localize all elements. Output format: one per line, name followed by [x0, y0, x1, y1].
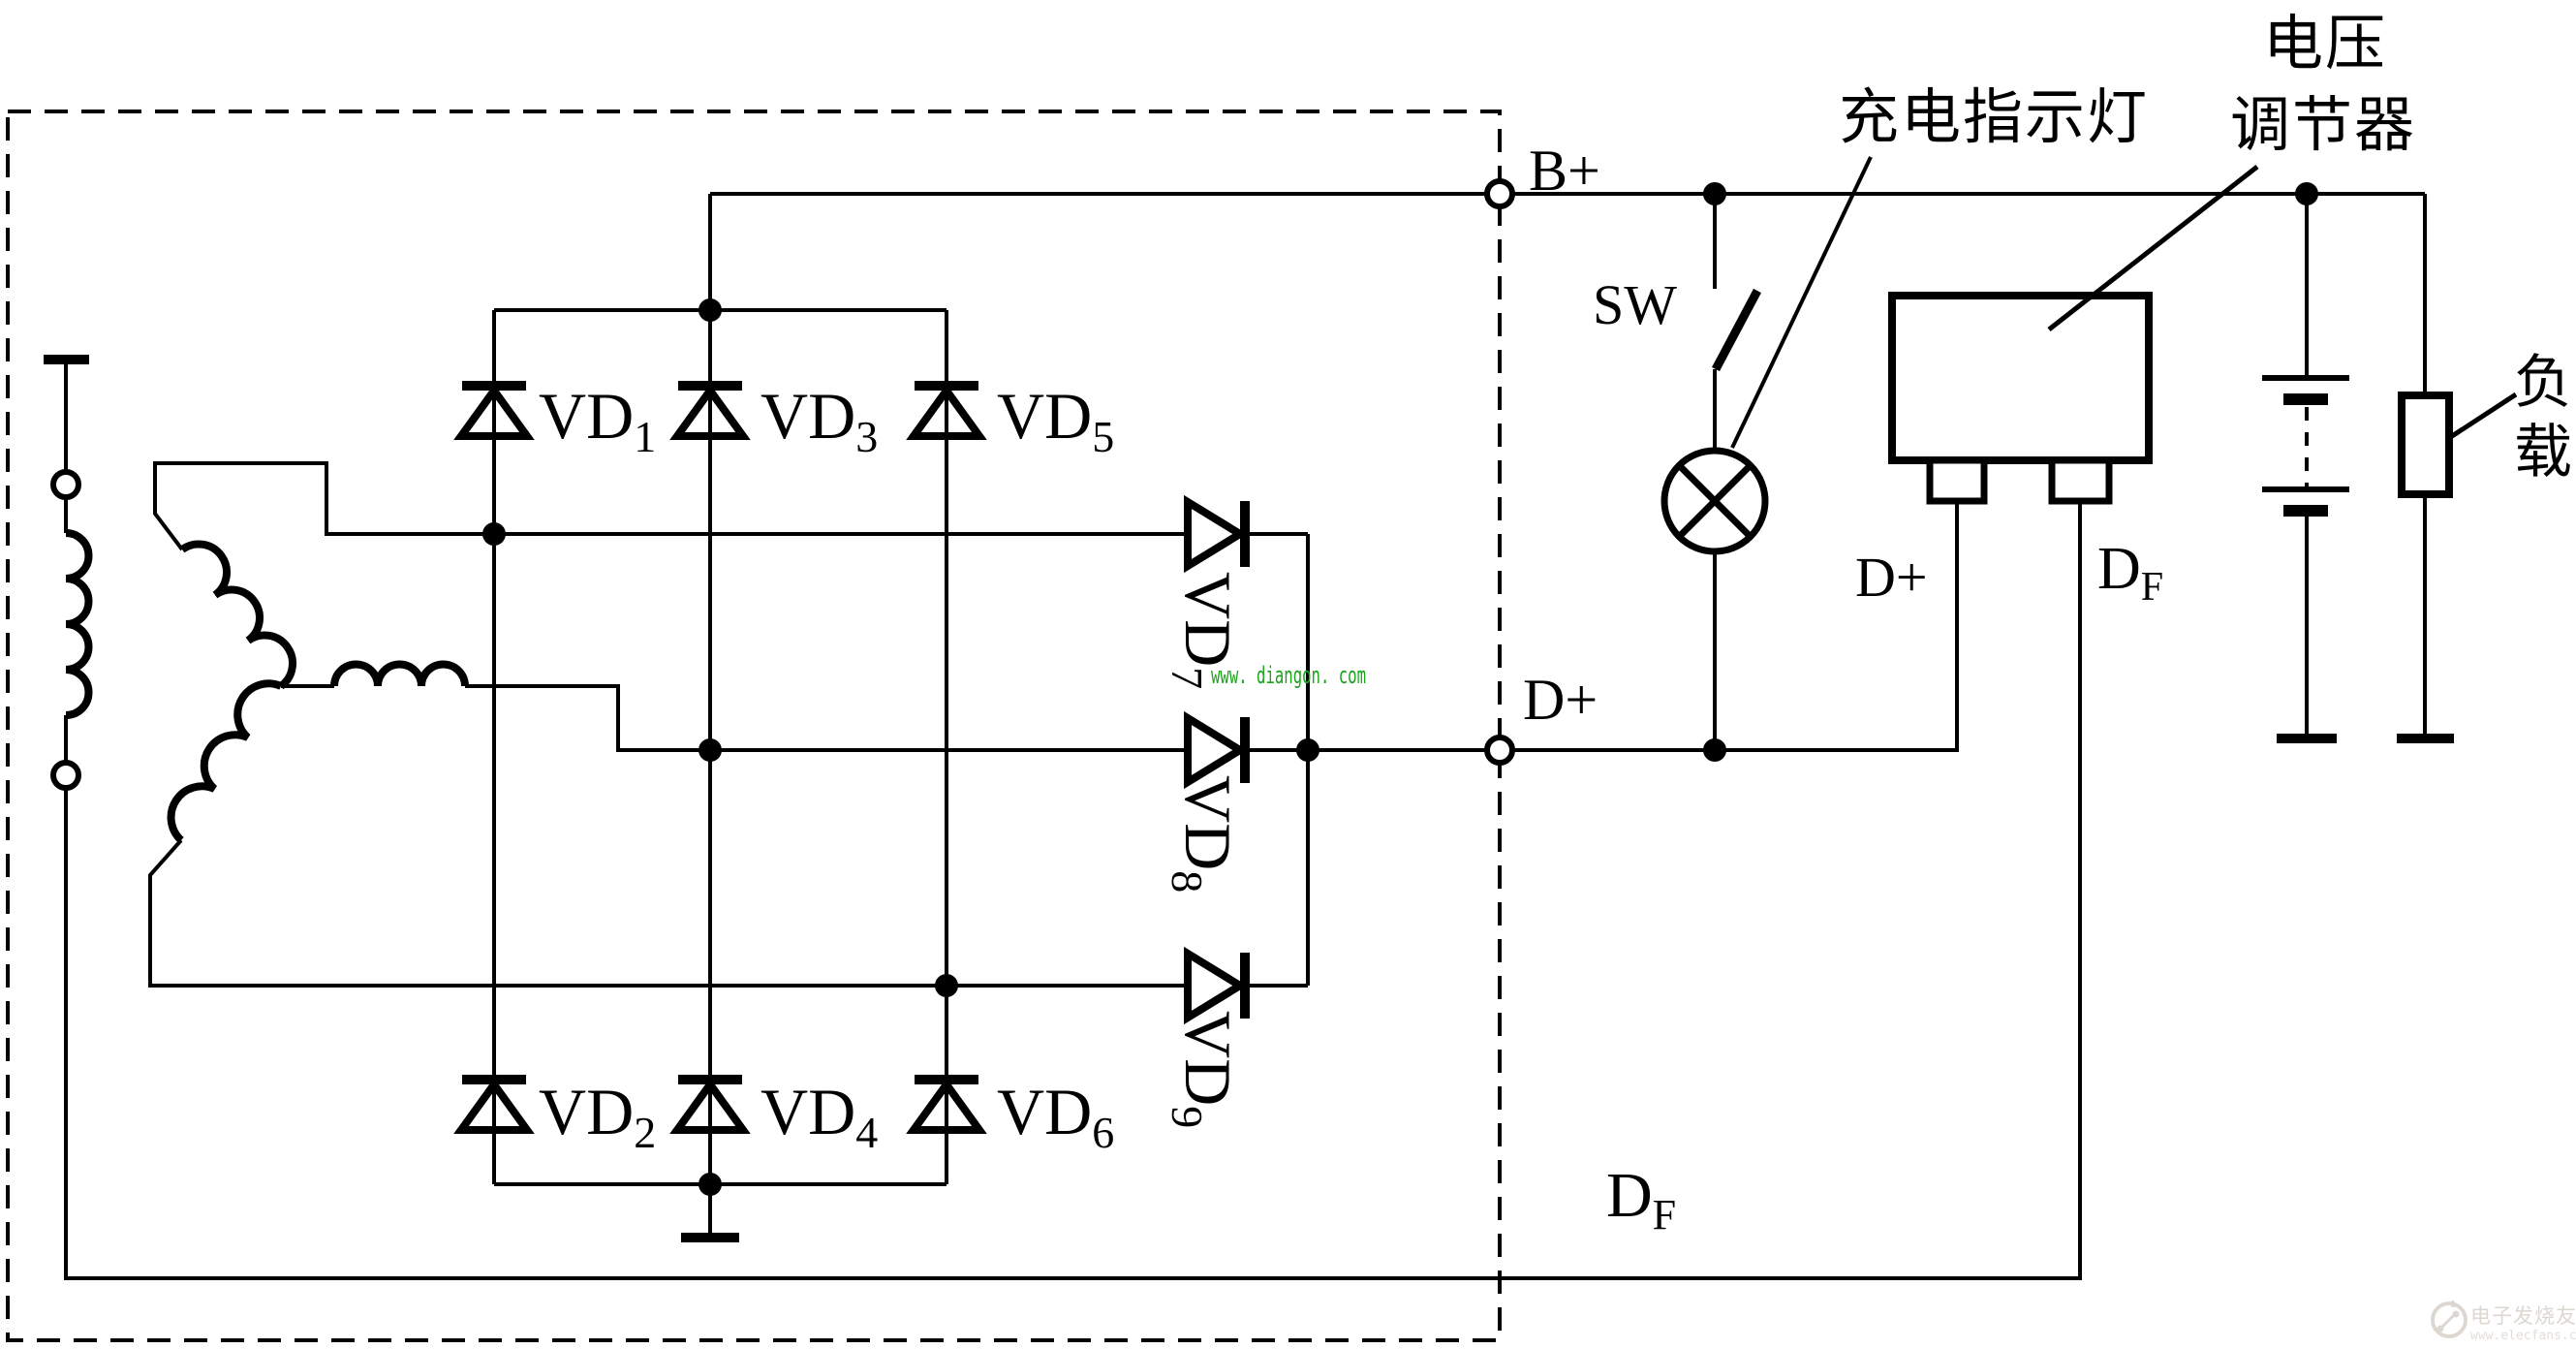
brush-bottom-icon — [50, 760, 81, 791]
label-vd1: VD1 — [539, 379, 656, 461]
rectifier-ground-bar-icon — [681, 1233, 739, 1242]
terminal-circles — [50, 178, 1515, 791]
label-df-regulator: DF — [2097, 536, 2163, 610]
aux-diode-bars — [1240, 501, 1250, 1019]
alternator-boundary-box — [6, 110, 1502, 1342]
labels: B+ SW 充电指示灯 电压 调节器 负 载 D+ D+ DF DF VD1 V… — [539, 12, 2572, 1239]
wire-phase-a — [153, 461, 1308, 551]
junction-dot — [482, 522, 506, 546]
rectifier-bridge — [453, 381, 987, 1134]
label-regulator-line2: 调节器 — [2230, 93, 2416, 159]
diode-bottom-row-triangles — [453, 1078, 987, 1134]
junction-dot — [698, 1173, 722, 1196]
diode-vd9-triangle-icon — [1184, 946, 1248, 1025]
label-b-plus: B+ — [1529, 139, 1600, 203]
lamp-pointer-line — [1730, 156, 1873, 449]
diode-vd7-triangle-icon — [1184, 494, 1248, 574]
diode-vd8-triangle-icon — [1184, 710, 1248, 790]
lamp-cross-icon — [1676, 462, 1754, 540]
stator-coil-phase-c — [167, 679, 283, 843]
voltage-regulator — [1888, 165, 2259, 505]
diode-vd6-triangle-icon — [906, 1078, 987, 1134]
stator-coil-phase-b — [330, 660, 469, 687]
wire-d-plus — [1308, 501, 1959, 752]
diode-vd2-triangle-icon — [453, 1078, 535, 1134]
label-vd2: VD2 — [539, 1075, 656, 1157]
label-load-line2: 载 — [2514, 421, 2572, 485]
junction-dot — [1703, 182, 1726, 205]
ground-terminals — [44, 355, 2454, 1242]
junction-dots — [482, 182, 2318, 1196]
label-vd9: VD9 — [1163, 1011, 1245, 1128]
label-df-field: DF — [1606, 1160, 1676, 1239]
diode-vd3-triangle-icon — [669, 384, 751, 440]
watermark-diangon: www. diangon. com — [1211, 662, 1366, 689]
switch-blade-icon — [1712, 288, 1761, 372]
regulator-tab-df — [2048, 456, 2113, 505]
junction-dot — [935, 974, 958, 997]
watermark-elecfans-title: 电子发烧友 — [2470, 1304, 2576, 1328]
load-pointer-line — [2447, 392, 2518, 441]
load-branch — [2398, 392, 2518, 498]
diode-vd5-triangle-icon — [906, 384, 987, 440]
diode-vd8-icon — [1240, 717, 1250, 783]
label-charge-indicator-lamp: 充电指示灯 — [1839, 85, 2149, 151]
label-vd4: VD4 — [760, 1075, 878, 1157]
elecfans-logo-dot-icon — [2452, 1310, 2460, 1318]
battery-ground-bar-icon — [2277, 734, 2337, 743]
label-d-plus-terminal: D+ — [1523, 668, 1598, 732]
junction-dot — [1296, 738, 1319, 762]
aux-diodes — [1184, 494, 1250, 1025]
wire-rectifier-bottom-bus — [494, 1182, 947, 1233]
junction-dot — [1703, 738, 1726, 762]
diode-vd7-icon — [1240, 501, 1250, 567]
field-winding-coil — [65, 529, 93, 719]
load-resistor-icon — [2398, 392, 2453, 498]
label-vd5: VD5 — [997, 379, 1114, 461]
aux-diode-triangles — [1184, 494, 1248, 1025]
label-vd7: VD7 — [1163, 572, 1245, 689]
label-regulator-line1: 电压 — [2263, 12, 2387, 78]
label-vd3: VD3 — [760, 379, 878, 461]
label-vd6: VD6 — [997, 1075, 1114, 1157]
wire-field-df — [64, 360, 2082, 1280]
load-ground-bar-icon — [2397, 734, 2454, 743]
regulator-pointer-line — [2047, 165, 2259, 331]
diode-vd4-triangle-icon — [669, 1078, 751, 1134]
diode-top-row-triangles — [453, 384, 987, 440]
label-vd8: VD8 — [1163, 775, 1245, 893]
junction-dot — [698, 738, 722, 762]
b-plus-terminal-icon — [1484, 178, 1515, 209]
battery-plate-short-1-icon — [2283, 393, 2328, 405]
label-sw: SW — [1593, 273, 1677, 336]
watermark-elecfans: 电子发烧友 www.elecfans.com — [2431, 1301, 2576, 1343]
watermark-elecfans-url: www.elecfans.com — [2470, 1329, 2576, 1343]
battery-plate-short-2-icon — [2283, 505, 2328, 517]
d-plus-terminal-icon — [1484, 735, 1515, 766]
field-ground-bar-icon — [44, 355, 89, 364]
junction-dot — [2295, 182, 2318, 205]
label-load-line1: 负 — [2514, 351, 2572, 415]
label-d-plus-regulator: D+ — [1855, 546, 1928, 609]
elecfans-logo-dot-icon — [2436, 1325, 2444, 1333]
diode-vd1-triangle-icon — [453, 384, 535, 440]
charge-lamp-circuit — [1660, 156, 1873, 555]
stator-coil-phase-a — [179, 540, 296, 690]
regulator-box — [1888, 292, 2153, 464]
battery — [2262, 375, 2349, 517]
junction-dot — [698, 298, 722, 322]
elecfans-logo-icon — [2431, 1302, 2467, 1338]
wire-phase-c — [148, 838, 1308, 988]
regulator-tab-d-plus — [1926, 456, 1988, 505]
diode-vd9-icon — [1240, 953, 1250, 1019]
elecfans-logo-trace-icon — [2438, 1301, 2457, 1331]
wire-phase-b — [281, 684, 1308, 752]
brush-top-icon — [50, 469, 81, 500]
